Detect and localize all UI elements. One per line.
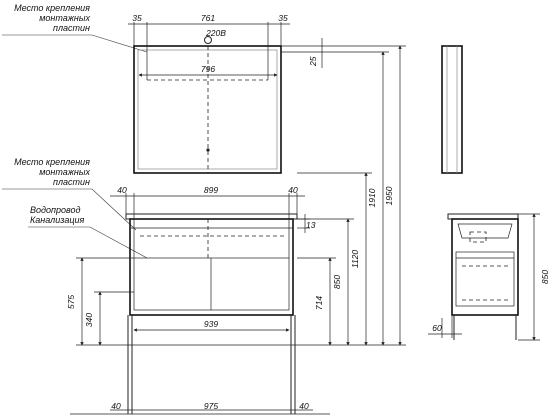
mirror-outline	[133, 45, 282, 174]
vanity-top-dimensions: 40 899 40 13 939	[110, 185, 316, 332]
dim-text: 975	[204, 401, 218, 411]
mirror-side-outline	[441, 45, 463, 174]
dim-text: 796	[201, 64, 215, 74]
bottom-dimensions: 40 975 40	[110, 401, 313, 411]
dim-text: 25	[308, 56, 318, 67]
side-basin	[457, 223, 513, 239]
dim-text: 575	[66, 295, 76, 309]
side-drawer-dash	[462, 265, 510, 301]
plumbing-label: Водопровод Канализация	[28, 205, 148, 259]
dim-text: 1950	[384, 186, 394, 205]
dim-text: 899	[204, 185, 218, 195]
dim-text: 13	[306, 220, 316, 230]
leader-line	[28, 226, 148, 259]
side-siphon	[469, 231, 487, 243]
label-line: монтажных	[39, 167, 90, 177]
dim-text: 761	[201, 13, 215, 23]
left-height-dimensions: 575 340	[66, 257, 134, 346]
label-line: монтажных	[39, 13, 90, 23]
vanity-body	[129, 218, 294, 316]
dim-text: 35	[132, 13, 142, 23]
mirror-inner	[137, 49, 278, 170]
dim-text: 714	[314, 296, 324, 310]
dim-text: 1120	[350, 250, 360, 269]
label-line: пластин	[53, 177, 90, 187]
dim-text: 35	[278, 13, 288, 23]
mount-plates-label-top: Место крепления монтажных пластин	[2, 3, 148, 53]
drawer-mesh	[133, 257, 290, 311]
side-drawer	[455, 251, 515, 307]
label-line: пластин	[53, 23, 90, 33]
dim-text: 60	[432, 323, 442, 333]
vanity-side-view: 850 60	[428, 213, 550, 341]
side-body	[451, 218, 519, 316]
mirror-side-view	[441, 45, 463, 174]
vanity-unit	[70, 213, 330, 415]
leader-line	[2, 188, 137, 231]
dim-text: 40	[299, 401, 309, 411]
dim-text: 1910	[367, 188, 377, 207]
height-dimensions: 714 850 1120 1910 1950	[295, 45, 406, 346]
mirror-top-dimensions: 35 761 35 796 25	[128, 13, 330, 77]
mirror-cabinet: 220В	[133, 28, 282, 174]
label-line: Место крепления	[14, 3, 90, 13]
label-line: Канализация	[30, 215, 84, 225]
dim-text: 40	[111, 401, 121, 411]
label-line: Водопровод	[30, 205, 80, 215]
dim-text: 40	[288, 185, 298, 195]
switch-dot-icon	[206, 148, 210, 152]
dim-text: 850	[332, 275, 342, 289]
mount-plates-label-bottom: Место крепления монтажных пластин	[2, 157, 137, 231]
dim-text: 40	[117, 185, 127, 195]
dim-text: 939	[204, 319, 218, 329]
dim-text: 340	[84, 313, 94, 327]
dim-text: 850	[540, 270, 550, 284]
label-line: Место крепления	[14, 157, 90, 167]
socket-icon	[204, 36, 212, 44]
leader-line	[2, 34, 148, 53]
voltage-label: 220В	[205, 28, 226, 38]
